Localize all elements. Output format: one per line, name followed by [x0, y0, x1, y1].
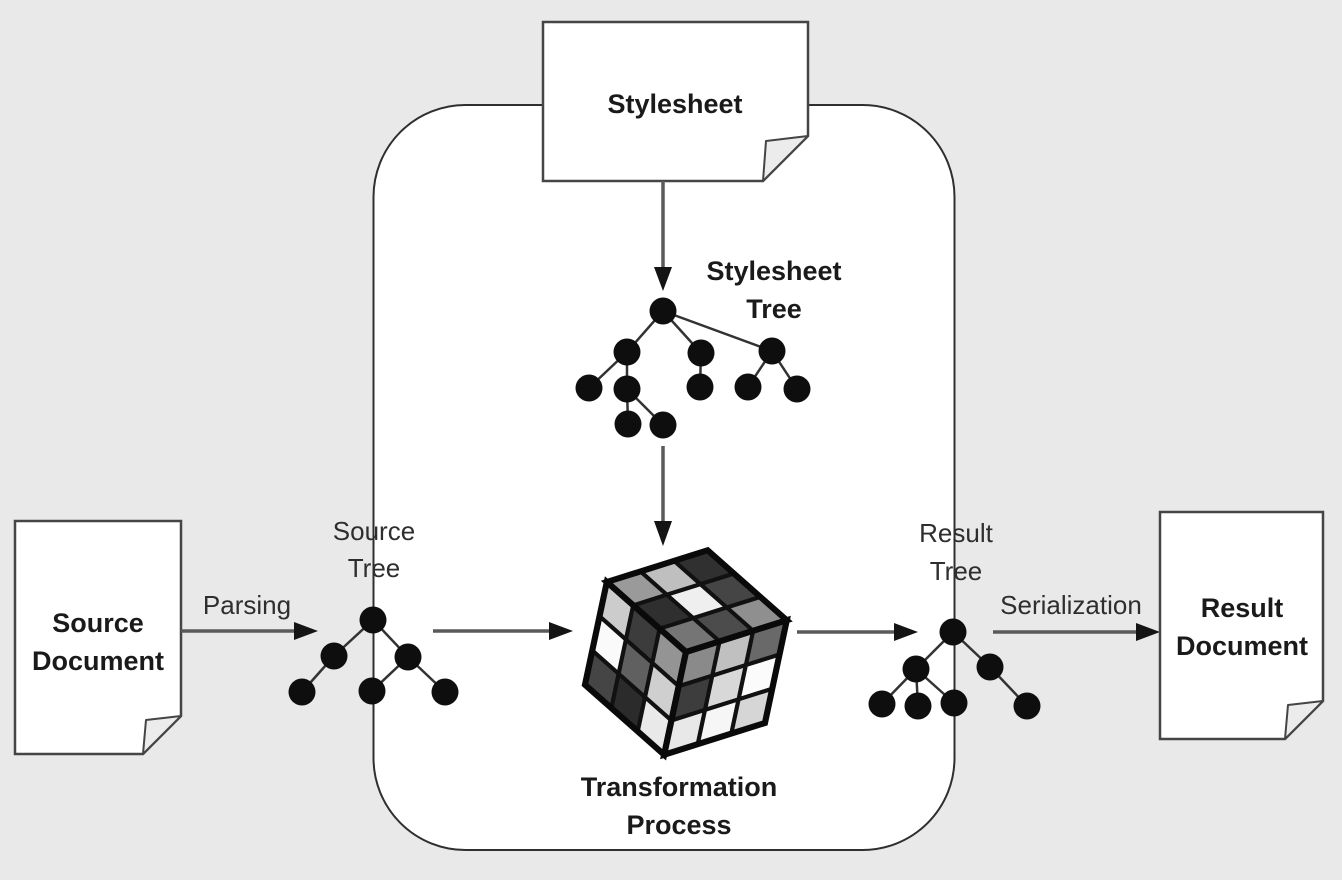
- tree-node: [394, 643, 422, 671]
- arrowhead-icon: [1136, 623, 1160, 641]
- arrowhead-icon: [549, 622, 573, 640]
- tree-node: [734, 373, 762, 401]
- tree-node: [358, 677, 386, 705]
- tree-node: [614, 410, 642, 438]
- stylesheet-document-label: Stylesheet: [607, 89, 742, 119]
- transformation-process-label-line2: Process: [626, 810, 731, 840]
- source-document-node: Source Document: [13, 519, 183, 756]
- tree-node: [940, 689, 968, 717]
- tree-node: [575, 374, 603, 402]
- stylesheet-parse-arrow: [654, 181, 672, 291]
- stylesheet-tree-label-line2: Tree: [746, 294, 802, 324]
- folded-corner-icon: [1284, 700, 1324, 740]
- source-tree-label-line1: Source: [333, 516, 415, 546]
- transformation-cube-illustration: [581, 546, 793, 761]
- source-document-label-line1: Source: [52, 608, 144, 638]
- parsing-label: Parsing: [203, 590, 291, 620]
- tree-node: [431, 678, 459, 706]
- tree-node: [613, 375, 641, 403]
- cube-left-face: [581, 576, 690, 761]
- result-document-label-line2: Document: [1176, 631, 1308, 661]
- tree-node: [868, 690, 896, 718]
- result-tree-label-line2: Tree: [930, 556, 983, 586]
- tree-node: [687, 339, 715, 367]
- tree-node: [783, 375, 811, 403]
- result-tree-graphic: [868, 618, 1041, 720]
- source-tree-label-line2: Tree: [348, 553, 401, 583]
- tree-node: [288, 678, 316, 706]
- parsing-arrow: [181, 622, 318, 640]
- tree-node: [649, 297, 677, 325]
- tree-node: [758, 337, 786, 365]
- stylesheet-tree-graphic: [575, 297, 811, 439]
- tree-node: [359, 606, 387, 634]
- arrowhead-icon: [654, 521, 672, 546]
- tree-node: [904, 692, 932, 720]
- process-to-result-tree-arrow: [797, 623, 918, 641]
- result-document-node: Result Document: [1158, 510, 1325, 741]
- serialization-label: Serialization: [1000, 590, 1142, 620]
- arrowhead-icon: [654, 267, 672, 291]
- source-tree-to-process-arrow: [433, 622, 573, 640]
- result-document-label-line1: Result: [1201, 593, 1284, 623]
- cube-right-face: [660, 615, 791, 760]
- stylesheet-tree-label-line1: Stylesheet: [706, 256, 841, 286]
- tree-node: [320, 642, 348, 670]
- arrowhead-icon: [894, 623, 918, 641]
- tree-node: [1013, 692, 1041, 720]
- tree-node: [902, 655, 930, 683]
- tree-node: [686, 373, 714, 401]
- stylesheet-tree-to-process-arrow: [654, 446, 672, 546]
- tree-node: [939, 618, 967, 646]
- tree-node: [613, 338, 641, 366]
- result-tree-label-line1: Result: [919, 518, 993, 548]
- folded-corner-icon: [762, 135, 809, 182]
- tree-node: [649, 411, 677, 439]
- tree-node: [976, 653, 1004, 681]
- stylesheet-document-node: Stylesheet: [541, 20, 810, 183]
- transformation-process-label-line1: Transformation: [581, 772, 778, 802]
- folded-corner-icon: [142, 715, 182, 755]
- source-tree-graphic: [288, 606, 459, 706]
- serialization-arrow: [993, 623, 1160, 641]
- arrowhead-icon: [294, 622, 318, 640]
- source-document-label-line2: Document: [32, 646, 164, 676]
